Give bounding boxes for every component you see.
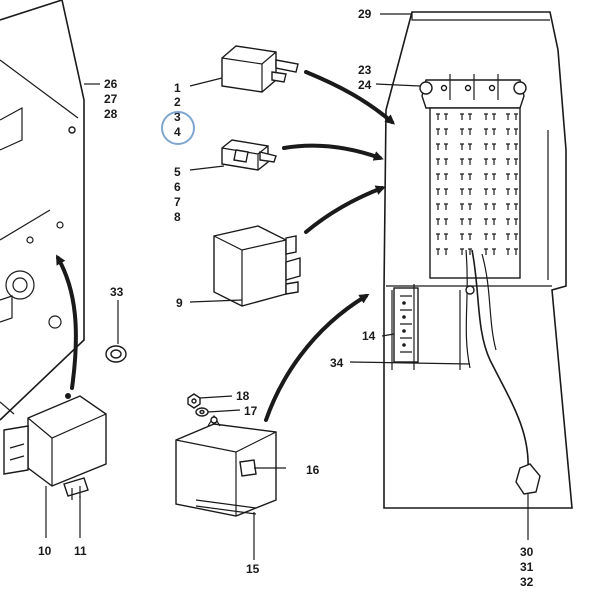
fuse-slot: [460, 188, 472, 195]
fuse-slot: [506, 143, 518, 150]
fuse-slot: [506, 188, 518, 195]
arrow-module-15: [264, 293, 370, 422]
callout-11: 11: [74, 544, 87, 558]
callout-31: 31: [520, 560, 534, 574]
fuse-slot: [484, 113, 496, 120]
callout-3: 3: [174, 110, 181, 124]
panel-hole-icon: [56, 221, 64, 229]
fuse-slot: [436, 218, 448, 225]
blade-fuse-5: [189, 139, 277, 171]
callout-4: 4: [174, 125, 181, 139]
nut-18: [187, 393, 233, 409]
callout-32: 32: [520, 575, 534, 589]
callout-14: 14: [362, 329, 376, 343]
fuse-slot: [460, 143, 472, 150]
fuse-slot: [436, 248, 448, 255]
highlight-circle[interactable]: [161, 111, 195, 145]
callout-29: 29: [358, 7, 372, 21]
callout-2: 2: [174, 95, 181, 109]
fuse-slot: [484, 143, 496, 150]
fuse-slot: [436, 233, 448, 240]
fuse-slot: [506, 248, 518, 255]
callout-6: 6: [174, 180, 181, 194]
fuse-slot: [460, 203, 472, 210]
fuse-slot: [484, 158, 496, 165]
panel-screw-icon: [68, 126, 76, 134]
callout-30: 30: [520, 545, 534, 559]
relay-9: [189, 225, 301, 307]
module-15: [175, 414, 286, 560]
leader-lines: [84, 13, 471, 365]
fuse-slot: [436, 203, 448, 210]
fuse-slot: [460, 113, 472, 120]
fuse-slot: [484, 233, 496, 240]
fuse-slot: [436, 188, 448, 195]
fuse-box: [383, 11, 573, 540]
washer-17: [195, 407, 241, 417]
callout-34: 34: [330, 356, 344, 370]
callout-10: 10: [38, 544, 52, 558]
fuse-slot: [506, 203, 518, 210]
fuse-slot: [436, 113, 448, 120]
callout-9: 9: [176, 296, 183, 310]
fuse-slot-grid: [436, 113, 518, 255]
callouts: 1 2 3 4 5 6 7 8 9 10 11 14 15 16 17 18 2…: [38, 7, 534, 589]
fuse-slot: [460, 158, 472, 165]
fuse-slot: [484, 218, 496, 225]
callout-8: 8: [174, 210, 181, 224]
grommet-33: [105, 300, 127, 363]
arrow-fuse-5: [282, 143, 384, 161]
fuse-slot: [506, 218, 518, 225]
fuse-slot: [484, 188, 496, 195]
callout-24: 24: [358, 78, 372, 92]
fuse-slot: [506, 233, 518, 240]
connector-30: [515, 463, 541, 495]
panel-hole-icon: [26, 236, 34, 244]
fuse-slot: [506, 113, 518, 120]
callout-18: 18: [236, 389, 250, 403]
relay-10: [0, 393, 107, 538]
fuse-slot: [460, 128, 472, 135]
fuse-slot: [460, 233, 472, 240]
callout-33: 33: [110, 285, 124, 299]
fuse-slot: [484, 128, 496, 135]
maxi-fuse-1: [189, 45, 299, 93]
callout-27: 27: [104, 92, 118, 106]
arrow-fuse-1: [304, 70, 396, 125]
callout-5: 5: [174, 165, 181, 179]
fuse-slot: [506, 173, 518, 180]
fuse-slot: [436, 158, 448, 165]
fuse-slot: [436, 173, 448, 180]
harness-wire: [471, 249, 529, 471]
callout-7: 7: [174, 195, 181, 209]
fuse-slot: [460, 218, 472, 225]
fuse-slot: [506, 158, 518, 165]
callout-1: 1: [174, 81, 181, 95]
fuse-slot: [506, 128, 518, 135]
callout-15: 15: [246, 562, 260, 576]
fuse-slot: [484, 248, 496, 255]
fuse-slot: [436, 143, 448, 150]
callout-26: 26: [104, 77, 118, 91]
fuse-slot: [484, 203, 496, 210]
left-panel: [0, 0, 85, 421]
fuse-slot: [484, 173, 496, 180]
mounting-arrow: [56, 254, 78, 390]
callout-28: 28: [104, 107, 118, 121]
callout-16: 16: [306, 463, 320, 477]
fuse-slot: [436, 128, 448, 135]
callout-23: 23: [358, 63, 372, 77]
callout-17: 17: [244, 404, 258, 418]
fuse-slot: [460, 173, 472, 180]
arrow-relay-9: [304, 185, 386, 234]
fuse-slot: [460, 248, 472, 255]
